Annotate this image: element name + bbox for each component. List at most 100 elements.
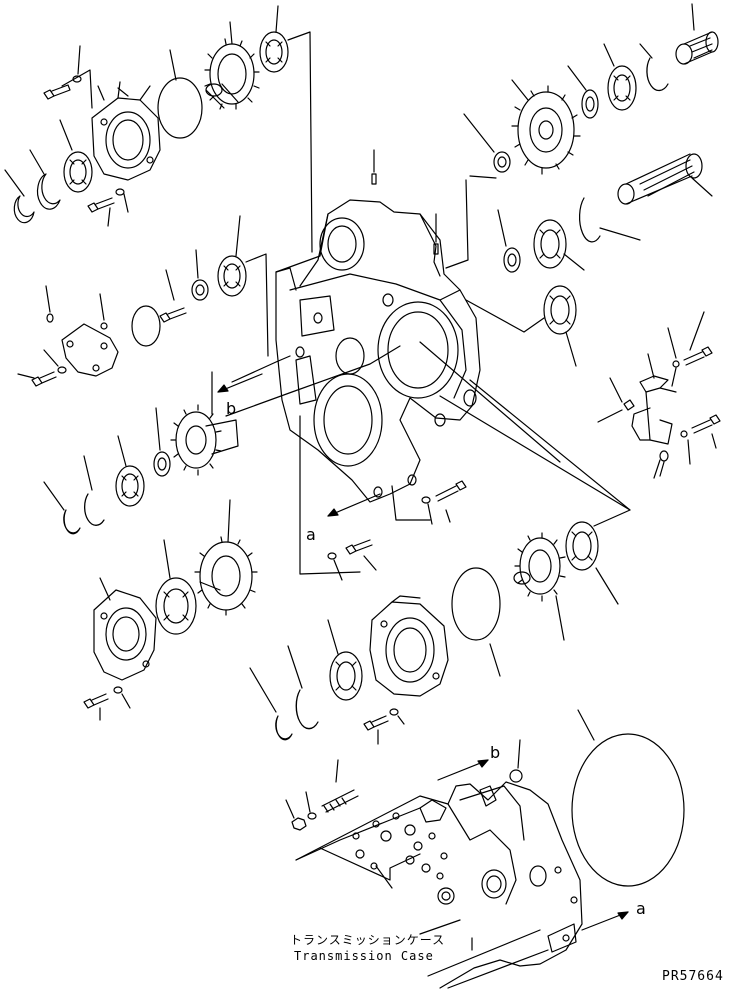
snap-ring-top-right [646,57,669,92]
snap-ring-left-middle-2 [63,509,81,535]
callout-label-a-lower: a [636,899,646,918]
leader-line [4,85,129,197]
small-cover-plate [61,323,119,377]
bolt-case-lower [327,539,377,581]
drawing-code: PR57664 [662,969,724,984]
snap-ring-center-bottom [295,689,319,730]
snap-ring-center-bottom-2 [275,715,293,741]
bolt-left-bottom [83,686,131,721]
gear-left-bottom [194,536,258,616]
bolt-center-bottom [363,708,405,745]
leader-line [691,177,713,197]
lever-assembly [597,353,677,479]
leader-line [555,595,565,641]
leader-line [163,539,171,579]
callout-a-middle: a [306,493,381,544]
leader-line [45,285,105,321]
caption-japanese: トランスミッションケース [290,933,445,947]
spacer-left-middle [153,451,171,477]
leader-line [565,331,577,367]
nut-bottom [285,791,317,831]
bolt-center-left [159,307,187,323]
leader-line [463,113,495,153]
leader-line [117,435,127,467]
top-gear-group [204,5,313,253]
leader-line [577,709,595,741]
transmission-case [295,781,583,989]
leader-line [299,341,631,575]
plug-bottom [509,739,523,783]
snap-ring-left-2 [13,195,35,224]
leader-line [327,619,339,655]
o-ring-top [157,77,203,139]
leader-line [465,299,545,333]
leader-line [595,567,619,605]
washer-top-left [72,75,82,83]
bearing-right-bottom [565,521,599,571]
shaft-top-middle [205,83,239,109]
leader-line [17,349,59,379]
cover-center-bottom [369,595,449,697]
large-gasket [571,733,685,887]
leader-line [275,5,279,33]
snap-ring-right-mid [578,197,601,243]
center-bottom-group [249,521,619,745]
leader-line [155,407,161,451]
gear-right-bottom [513,532,566,602]
bearing-right-lower [543,285,577,335]
gear-top-middle [204,38,260,110]
plug-left-middle [100,322,108,330]
top-right-group [463,3,719,367]
left-middle-group [17,215,269,387]
callout-b-lower: b [437,743,500,781]
leader-line [375,865,473,951]
leader-line [227,499,231,543]
left-bottom-group [83,499,258,721]
gear-left-middle [170,404,239,476]
leader-line [567,65,587,91]
callout-label-a-middle: a [306,525,316,544]
bearing-center-bottom [329,651,363,701]
leader-line [61,69,93,109]
leader-line [165,269,175,301]
leader-line [169,49,177,81]
left-lower-middle-group [43,371,239,535]
leader-line [563,253,585,271]
callout-label-b-lower: b [490,743,500,762]
gear-top-right [511,85,581,175]
snap-ring-left-middle-1 [84,493,105,526]
spline-shaft-right [617,153,703,205]
leader-line [249,667,277,713]
spacer-top-right [581,89,599,119]
leader-line [77,45,81,75]
leader-line [195,249,199,279]
main-gear-case [275,149,497,503]
leader-line [287,31,313,253]
leader-line [83,455,93,491]
o-ring-left-middle [131,305,161,347]
o-ring-center-bottom [451,567,501,641]
bolt-lever-upper [667,311,713,368]
bolt-left-middle [31,371,57,387]
callout-b-upper: b [217,345,401,418]
leader-line [599,227,641,241]
spacer-center-left [191,279,209,301]
leader-line [107,193,129,227]
bolt-lever-lower [680,414,721,465]
bearing-center-left [217,255,247,297]
pump-cover [91,81,161,181]
leader-line [511,79,529,101]
stud-bottom [321,759,359,813]
bearing-left-1 [63,151,93,193]
leader-line [235,215,241,257]
bearing-top-middle [259,31,289,73]
leader-line [245,253,269,357]
bearing-left-middle [115,465,145,507]
snap-ring-left-1 [36,173,61,210]
leader-line [489,643,501,677]
splined-shaft-top-right [675,31,719,65]
callout-label-b-upper: b [226,399,236,418]
leader-line [99,577,111,601]
leader-line [43,481,65,511]
